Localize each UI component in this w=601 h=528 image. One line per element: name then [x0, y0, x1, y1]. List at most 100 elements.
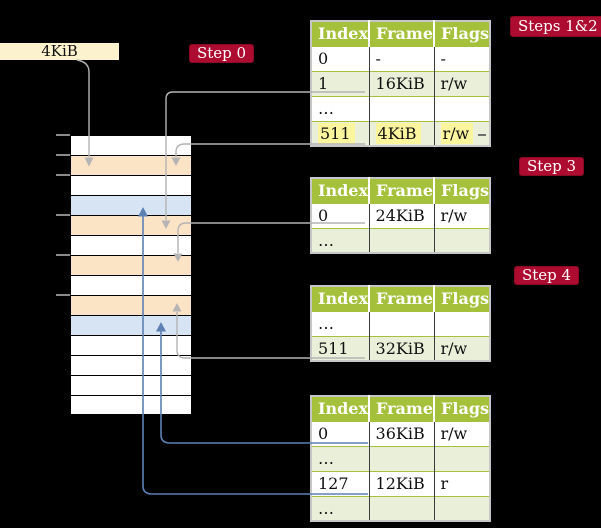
stray-dash-mark — [478, 134, 486, 136]
memory-frame-row-10 — [71, 335, 191, 355]
table-row: 0-- — [311, 45, 491, 71]
column-header-frame: Frame — [369, 178, 436, 203]
table-row: … — [311, 495, 491, 521]
table-cell — [369, 495, 435, 521]
table-cell: 32KiB — [369, 335, 435, 361]
badge-steps-1-2: Steps 1&2 — [510, 16, 601, 37]
table-cell — [434, 95, 491, 121]
badge-step-3-label: Step 3 — [527, 157, 577, 175]
table-row: … — [311, 95, 491, 121]
column-header-index: Index — [311, 286, 371, 311]
table-cell: 511 — [311, 335, 370, 361]
table-cell: 36KiB — [369, 420, 435, 446]
table-row: 511 4KiB r/w — [311, 120, 491, 146]
badge-step-0: Step 0 — [189, 44, 255, 63]
badge-step-4-label: Step 4 — [522, 266, 572, 284]
physical-memory-column — [70, 135, 192, 415]
cr3-frame-label: 4KiB — [41, 42, 78, 60]
cr3-frame-box: 4KiB — [0, 43, 119, 60]
badge-step-3: Step 3 — [519, 157, 585, 176]
table-cell: 127 — [311, 470, 370, 496]
table-cell: - — [369, 45, 435, 71]
table-cell: 24KiB — [369, 202, 435, 228]
memory-frame-row-11 — [71, 355, 191, 375]
table-cell: r/w — [434, 335, 491, 361]
memory-frame-row-5 — [71, 235, 191, 255]
table-cell — [434, 310, 491, 336]
table-cell: … — [311, 445, 370, 471]
memory-frame-row-2 — [71, 175, 191, 195]
table-cell: … — [311, 95, 370, 121]
table-cell: 0 — [311, 45, 370, 71]
column-header-flags: Flags — [434, 396, 491, 421]
table-cell: … — [311, 227, 370, 253]
highlighted-value: 511 — [318, 122, 355, 144]
memory-frame-row-6 — [71, 255, 191, 275]
table-cell: 12KiB — [369, 470, 435, 496]
table-row: … — [311, 445, 491, 471]
highlighted-value: 4KiB — [375, 122, 421, 144]
memory-frame-row-9 — [71, 315, 191, 335]
column-header-index: Index — [311, 396, 371, 421]
table-cell: r/w — [434, 120, 491, 146]
table-cell: - — [434, 45, 491, 71]
column-header-flags: Flags — [434, 178, 491, 203]
table-cell: r — [434, 470, 491, 496]
table-cell: 16KiB — [369, 70, 435, 96]
table-cell — [434, 445, 491, 471]
memory-frame-row-4 — [71, 215, 191, 235]
memory-tick — [56, 134, 70, 136]
table-cell — [369, 95, 435, 121]
table-cell — [369, 310, 435, 336]
table-cell: r/w — [434, 70, 491, 96]
column-header-index: Index — [311, 178, 371, 203]
table-cell: 4KiB — [369, 120, 435, 146]
column-header-index: Index — [311, 21, 371, 46]
column-header-flags: Flags — [434, 286, 491, 311]
column-header-frame: Frame — [369, 21, 436, 46]
table-cell — [369, 227, 435, 253]
memory-frame-row-3 — [71, 195, 191, 215]
table-cell: … — [311, 310, 370, 336]
memory-frame-row-0 — [71, 135, 191, 155]
table-cell — [434, 495, 491, 521]
table-cell: 0 — [311, 202, 370, 228]
table-cell: 511 — [311, 120, 370, 146]
table-cell: 1 — [311, 70, 370, 96]
badge-step-0-label: Step 0 — [197, 44, 247, 62]
memory-frame-row-1 — [71, 155, 191, 175]
table-cell: 0 — [311, 420, 370, 446]
memory-frame-row-7 — [71, 275, 191, 295]
badge-step-4: Step 4 — [514, 266, 580, 285]
memory-tick — [56, 214, 70, 216]
table-cell: … — [311, 495, 370, 521]
table-row: … — [311, 310, 491, 336]
table-cell — [434, 227, 491, 253]
memory-tick — [56, 174, 70, 176]
highlighted-value: r/w — [440, 122, 474, 144]
table-cell: r/w — [434, 420, 491, 446]
table-row: … — [311, 227, 491, 253]
memory-tick — [56, 154, 70, 156]
memory-frame-row-8 — [71, 295, 191, 315]
memory-tick — [56, 254, 70, 256]
memory-frame-row-13 — [71, 395, 191, 415]
badge-steps-1-2-label: Steps 1&2 — [518, 17, 598, 35]
memory-tick — [56, 294, 70, 296]
column-header-flags: Flags — [434, 21, 491, 46]
memory-frame-row-12 — [71, 375, 191, 395]
